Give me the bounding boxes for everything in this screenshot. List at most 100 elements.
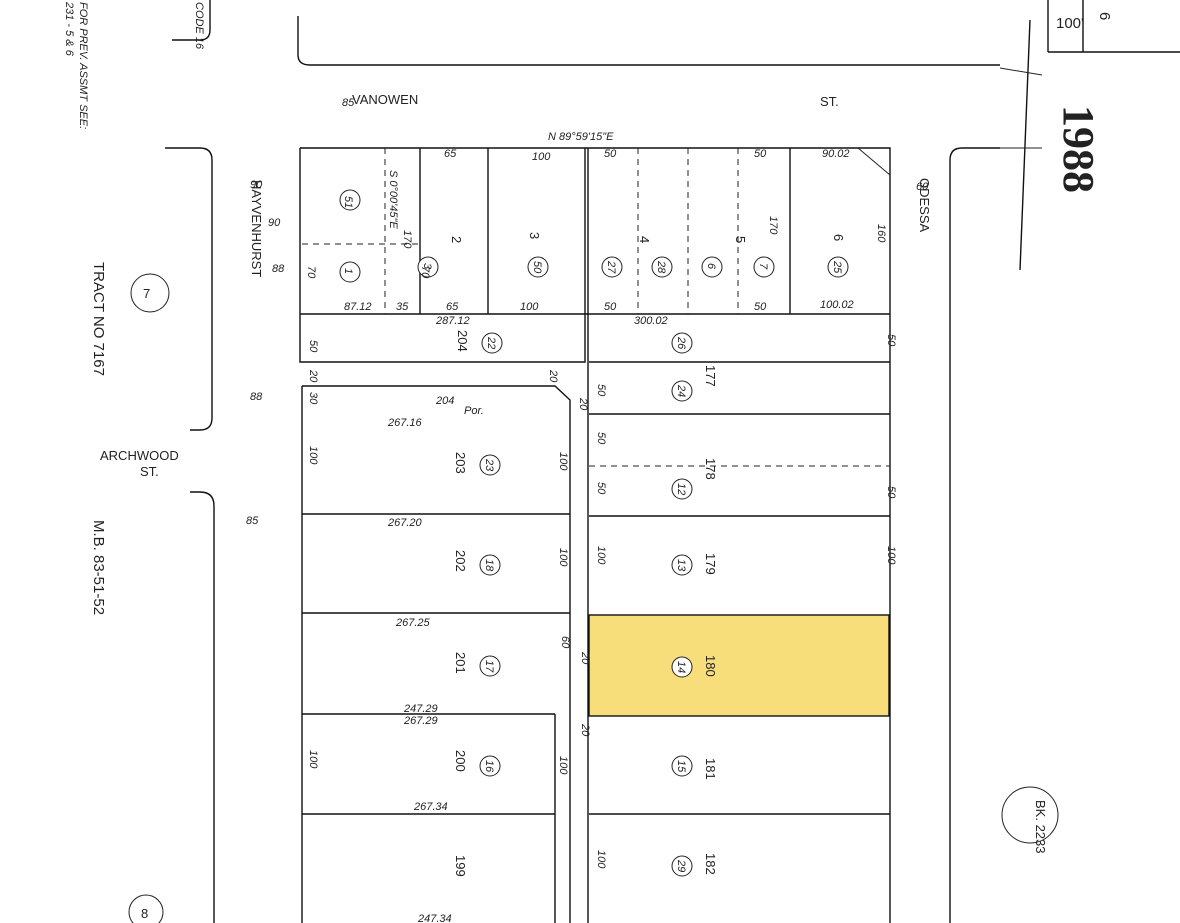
tract-label: TRACT NO 7167 bbox=[90, 262, 107, 376]
dim-label: 100 bbox=[595, 850, 607, 869]
tract-number: 7 bbox=[143, 286, 150, 301]
parcel-number: 26 bbox=[675, 336, 687, 350]
dim-label: 30 bbox=[307, 392, 319, 405]
book-label: BK. 2233 bbox=[1033, 800, 1048, 854]
parcel-circle[interactable] bbox=[671, 554, 693, 576]
lot-number: 4 bbox=[637, 236, 652, 243]
parcel-circle[interactable] bbox=[671, 380, 693, 402]
dim-label: 50 bbox=[885, 334, 897, 347]
parcel-number: 25 bbox=[831, 260, 843, 274]
parcel-number: 22 bbox=[485, 336, 497, 349]
lot-number: 5 bbox=[733, 236, 748, 243]
parcel-circle[interactable] bbox=[671, 755, 693, 777]
dim-label: 267.20 bbox=[387, 517, 423, 529]
dim-label: 65 bbox=[444, 148, 457, 160]
parcel-number: 6 bbox=[705, 263, 717, 270]
dim-label: 100 bbox=[307, 750, 319, 769]
parcel-circle[interactable] bbox=[671, 656, 693, 678]
dim-label: 70 bbox=[419, 266, 431, 279]
bearing-west-label: S 0°00'45"E bbox=[387, 170, 399, 229]
dim-label: 170 bbox=[401, 230, 413, 249]
dim-label: Por. bbox=[464, 405, 484, 417]
dim-label: 88 bbox=[272, 263, 285, 275]
scale-label: 100' bbox=[1056, 15, 1084, 32]
parcel-number: 15 bbox=[675, 760, 687, 773]
dim-label: 50 bbox=[754, 301, 767, 313]
parcel-circle[interactable] bbox=[339, 189, 361, 211]
dim-label: 100 bbox=[307, 446, 319, 465]
parcel-circle[interactable] bbox=[671, 478, 693, 500]
lot-number: 177 bbox=[703, 365, 718, 387]
dim-label: 85 bbox=[246, 515, 259, 527]
parcel-number: 12 bbox=[675, 483, 687, 495]
dim-label: 70 bbox=[305, 266, 317, 279]
parcel-number: 13 bbox=[675, 559, 687, 572]
parcel-circle[interactable] bbox=[701, 256, 723, 278]
corner-page-number: 8 bbox=[141, 906, 148, 921]
lot-number: 179 bbox=[703, 553, 718, 575]
dim-label: 88 bbox=[250, 391, 263, 403]
parcel-circle[interactable] bbox=[651, 256, 673, 278]
dim-label: 50 bbox=[595, 432, 607, 445]
street-odessa: ODESSA bbox=[917, 178, 932, 233]
lot-number: 180 bbox=[703, 655, 718, 677]
parcel-circle[interactable] bbox=[753, 256, 775, 278]
map-year: 1988 bbox=[1054, 105, 1103, 193]
lot-number: 199 bbox=[453, 855, 468, 877]
page-number: 6 bbox=[1096, 12, 1113, 20]
parcel-circle[interactable] bbox=[479, 755, 501, 777]
dimension-labels: N 89°59'15"E S 0°00'45"E 65 100 50 50 90… bbox=[246, 97, 929, 923]
parcel-number: 17 bbox=[483, 660, 495, 673]
parcel-circle[interactable] bbox=[527, 256, 549, 278]
tract-block-outline bbox=[165, 0, 1000, 923]
dim-label: 100 bbox=[885, 546, 897, 565]
dim-label: 85 bbox=[342, 97, 355, 109]
parcel-number: 24 bbox=[675, 384, 687, 397]
dim-label: 100 bbox=[557, 548, 569, 567]
dim-label: 50 bbox=[754, 148, 767, 160]
parcel-number: 18 bbox=[483, 559, 495, 572]
dim-label: 50 bbox=[604, 148, 617, 160]
dim-label: 247.29 bbox=[403, 703, 438, 715]
dim-label: 267.25 bbox=[395, 617, 431, 629]
parcel-circle[interactable] bbox=[479, 655, 501, 677]
bearing-label: N 89°59'15"E bbox=[548, 131, 614, 143]
lot-number: 181 bbox=[703, 758, 718, 780]
dim-label: 204 bbox=[435, 395, 454, 407]
north-arrow-icon bbox=[999, 19, 1043, 271]
dim-label: 100 bbox=[595, 546, 607, 565]
parcel-circle[interactable] bbox=[339, 261, 361, 283]
parcel-circle[interactable] bbox=[479, 554, 501, 576]
dim-label: 60 bbox=[559, 636, 571, 649]
parcel-circle[interactable] bbox=[601, 256, 623, 278]
dim-label: 267.16 bbox=[387, 417, 423, 429]
parcel-number: 16 bbox=[483, 760, 495, 773]
parcel-circle[interactable] bbox=[481, 332, 503, 354]
lot-number: 178 bbox=[703, 458, 718, 480]
parcels-lower: 204 22 26 177 24 178 12 203 23 202 18 17… bbox=[453, 330, 718, 877]
lots-upper: 51 1 2 3 3 50 4 27 28 5 6 7 6 25 bbox=[339, 189, 849, 283]
parcel-circle[interactable] bbox=[671, 855, 693, 877]
parcel-circle[interactable] bbox=[671, 332, 693, 354]
lot-number: 201 bbox=[453, 652, 468, 674]
code-note: CODE 16 bbox=[193, 2, 205, 50]
dim-label: 20 bbox=[579, 723, 591, 737]
street-vanowen-st: ST. bbox=[820, 94, 839, 109]
dim-label: 90 bbox=[250, 179, 263, 191]
lot-number: 200 bbox=[453, 750, 468, 772]
parcel-circle[interactable] bbox=[479, 454, 501, 476]
parcel-number: 23 bbox=[483, 458, 495, 472]
parcel-circle[interactable] bbox=[827, 256, 849, 278]
dim-label: 300.02 bbox=[634, 315, 668, 327]
dim-label: 100 bbox=[557, 756, 569, 775]
dim-label: 100 bbox=[532, 151, 551, 163]
parcel-number: 51 bbox=[342, 196, 354, 208]
parcel-circle[interactable] bbox=[417, 256, 439, 278]
dim-label: 50 bbox=[885, 486, 897, 499]
parcel-number: 14 bbox=[675, 661, 687, 673]
highlighted-parcel[interactable] bbox=[588, 614, 890, 717]
dim-label: 50 bbox=[604, 301, 617, 313]
parcel-grid bbox=[299, 147, 891, 923]
dim-label: 100.02 bbox=[820, 299, 854, 311]
